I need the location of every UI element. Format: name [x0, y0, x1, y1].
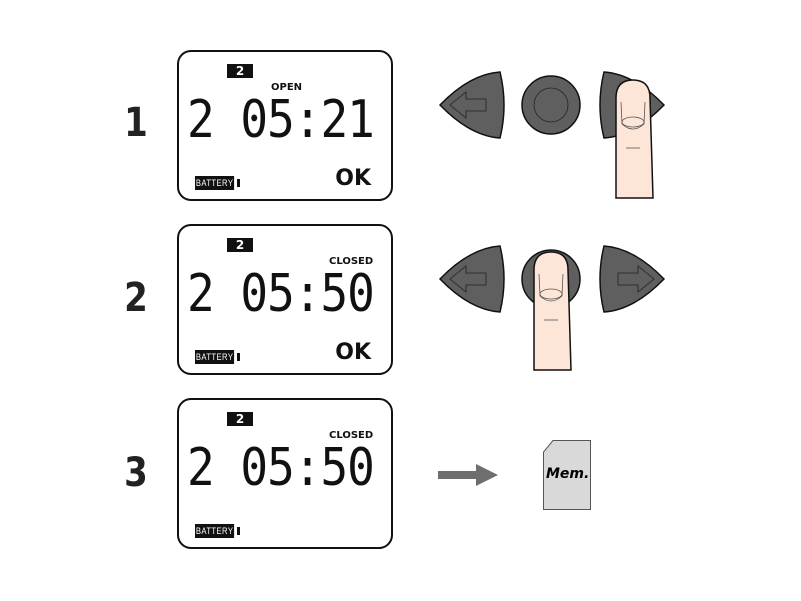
button-pad: [430, 60, 670, 199]
time-digits: 2 05:21: [187, 88, 375, 150]
channel-badge: 2: [227, 412, 253, 426]
battery-tip: [237, 179, 241, 187]
left-button[interactable]: [438, 71, 505, 139]
memory-card-icon: [543, 440, 591, 510]
battery-tip: [237, 527, 241, 535]
battery-indicator: BATTERY: [195, 524, 241, 538]
right-arrow-icon: [438, 464, 498, 486]
battery-label: BATTERY: [195, 350, 235, 364]
lcd-display: 2 OPEN 2 05:21 BATTERY OK: [177, 50, 393, 201]
time-digits: 2 05:50: [187, 436, 375, 498]
finger-icon: [615, 79, 654, 199]
left-button[interactable]: [438, 245, 505, 313]
channel-badge: 2: [227, 64, 253, 78]
battery-label: BATTERY: [195, 524, 235, 538]
left-arrow-icon: [449, 265, 487, 293]
step-number: 3: [124, 450, 148, 496]
step-number: 2: [124, 275, 148, 321]
time-digits: 2 05:50: [187, 262, 375, 324]
state-label: OPEN: [271, 82, 303, 93]
battery-indicator: BATTERY: [195, 350, 241, 364]
button-pad: [430, 234, 670, 371]
channel-badge: 2: [227, 238, 253, 252]
state-label: CLOSED: [329, 430, 374, 441]
lcd-display: 2 CLOSED 2 05:50 BATTERY OK: [177, 224, 393, 375]
state-label: CLOSED: [329, 256, 374, 267]
right-button[interactable]: [599, 245, 666, 313]
step-number: 1: [124, 100, 148, 146]
ok-label: OK: [335, 340, 371, 365]
center-button[interactable]: [521, 75, 581, 135]
right-arrow-icon: [617, 265, 655, 293]
ok-label: OK: [335, 166, 371, 191]
lcd-display: 2 CLOSED 2 05:50 BATTERY: [177, 398, 393, 549]
finger-icon: [533, 251, 572, 371]
battery-label: BATTERY: [195, 176, 235, 190]
memory-label: Mem.: [546, 466, 590, 482]
battery-tip: [237, 353, 241, 361]
center-ring-icon: [533, 87, 569, 123]
left-arrow-icon: [449, 91, 487, 119]
battery-indicator: BATTERY: [195, 176, 241, 190]
memory-card: Mem.: [543, 440, 591, 510]
